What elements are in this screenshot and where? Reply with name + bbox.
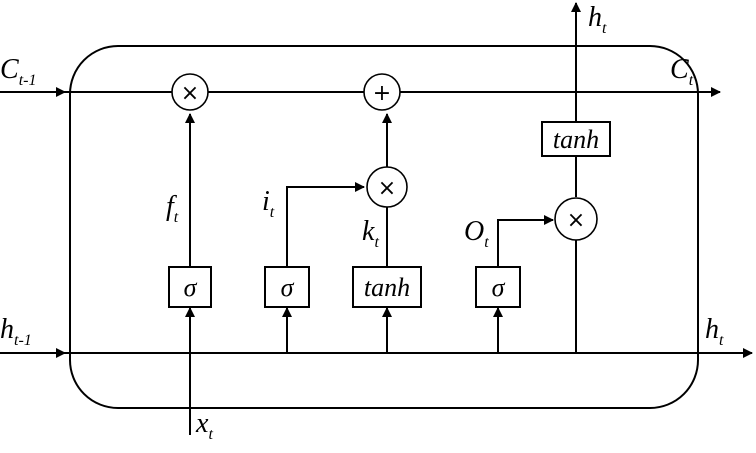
input-multiply-symbol: × bbox=[378, 176, 396, 201]
input-multiply-node bbox=[366, 166, 408, 208]
c-prev-label: Ct-1 bbox=[0, 54, 36, 89]
output-sigma-block bbox=[475, 266, 521, 308]
forget-gate-label: ft bbox=[166, 191, 179, 226]
output-multiply-symbol: × bbox=[567, 208, 585, 233]
output-gate-path bbox=[497, 215, 554, 267]
x-input-label: xt bbox=[195, 408, 213, 443]
output-sigma-label: σ bbox=[492, 273, 506, 302]
h-out-right-label: ht bbox=[705, 314, 724, 349]
input-gate-path bbox=[286, 182, 365, 267]
cell-tanh-label: tanh bbox=[553, 125, 599, 154]
forget-multiply-symbol: × bbox=[181, 81, 199, 106]
cell-boundary bbox=[69, 45, 699, 409]
candidate-tanh-label: tanh bbox=[364, 273, 410, 302]
candidate-tanh-block bbox=[352, 266, 422, 308]
input-gate-label: it bbox=[262, 186, 275, 221]
candidate-label: kt bbox=[362, 216, 379, 251]
c-out-label: Ct bbox=[670, 54, 694, 89]
output-multiply-node bbox=[554, 197, 598, 241]
cell-tanh-block bbox=[541, 121, 611, 157]
cell-add-symbol: + bbox=[373, 81, 391, 106]
h-out-top-label: ht bbox=[588, 2, 607, 37]
forget-sigma-block bbox=[168, 266, 212, 308]
input-sigma-label: σ bbox=[281, 273, 295, 302]
forget-sigma-label: σ bbox=[184, 273, 198, 302]
h-prev-label: ht-1 bbox=[0, 314, 32, 349]
input-sigma-block bbox=[264, 266, 310, 308]
cell-add-node bbox=[363, 73, 401, 111]
output-gate-label: Ot bbox=[464, 216, 489, 251]
forget-multiply-node bbox=[171, 73, 209, 111]
